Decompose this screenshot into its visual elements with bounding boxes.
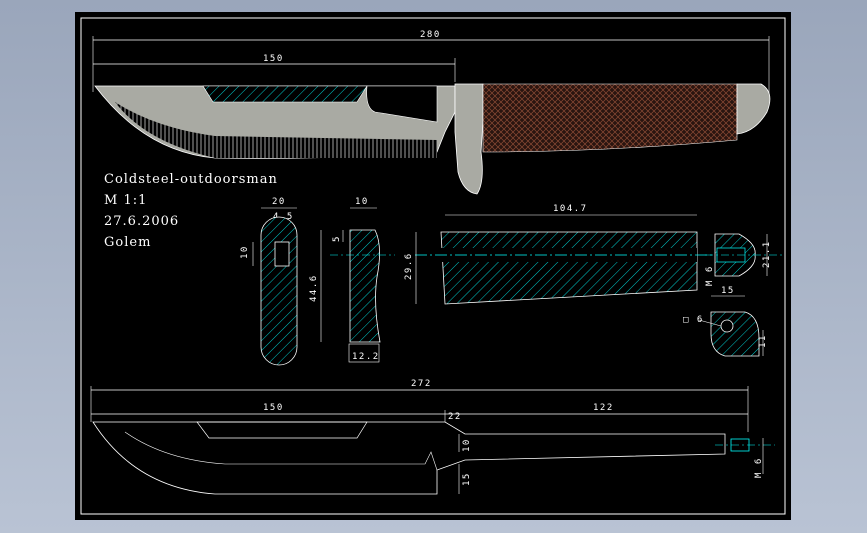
guard-section: 20 4.5 10 [240, 197, 298, 366]
cad-drawing: 280 150 Coldsteel-outdoorsman M 1:1 27.6… [80, 17, 786, 515]
title-block: Coldsteel-outdoorsman M 1:1 27.6.2006 Go… [104, 172, 278, 250]
handle-grip [482, 83, 738, 153]
dim-12-2: 12.2 [352, 352, 380, 362]
title-scale: M 1:1 [104, 193, 147, 208]
dim-280: 280 [420, 30, 441, 40]
bolster-section: 10 44.6 5 12.2 [309, 197, 395, 363]
dim-122: 122 [593, 403, 614, 413]
tang-bevel [124, 431, 438, 471]
drawing-frame [80, 17, 786, 515]
dim-21-1: 21.1 [762, 240, 772, 268]
bolster-body [349, 229, 381, 343]
drawing-canvas: 280 150 Coldsteel-outdoorsman M 1:1 27.6… [75, 12, 791, 520]
title-date: 27.6.2006 [104, 214, 179, 229]
dim-10-guard: 10 [240, 245, 250, 259]
tang-fuller [196, 421, 368, 439]
dim-272: 272 [411, 379, 432, 389]
dim-22: 22 [448, 412, 462, 422]
cap-hole [720, 319, 734, 333]
title-name: Coldsteel-outdoorsman [104, 172, 278, 187]
blade-fuller [202, 85, 368, 103]
dim-150-bottom: 150 [263, 403, 284, 413]
dim-11: 11 [758, 334, 768, 348]
handle-body [440, 231, 698, 305]
dim-44-6: 44.6 [309, 274, 319, 302]
dim-sq6: □ 6 [683, 315, 704, 325]
cap-end [710, 311, 760, 357]
blade-edge-bevel [115, 102, 437, 158]
guard-top [454, 83, 484, 195]
dim-10-tang: 10 [462, 438, 472, 452]
guard-slot [274, 241, 290, 267]
dim-20: 20 [272, 197, 286, 207]
blade-cutout [366, 85, 438, 123]
dim-m6-handle: M 6 [705, 265, 715, 286]
dim-m6-tang: M 6 [754, 457, 764, 478]
dim-29-6: 29.6 [404, 252, 414, 280]
handle-section: 104.7 29.6 M 6 21.1 15 □ 6 11 [404, 204, 783, 357]
dim-104-7: 104.7 [553, 204, 588, 214]
guard-section-body [260, 216, 298, 366]
top-knife-view: 280 150 [92, 30, 771, 195]
handle-cap [736, 83, 771, 135]
dim-15-tang: 15 [462, 472, 472, 486]
tang-outline [92, 421, 726, 495]
dim-10-bolster: 10 [355, 197, 369, 207]
title-author: Golem [104, 235, 151, 250]
dim-15: 15 [721, 286, 735, 296]
dim-5: 5 [332, 235, 342, 242]
dim-150-top: 150 [263, 54, 284, 64]
bottom-tang-view: 272 150 122 22 10 15 M 6 [90, 379, 775, 495]
